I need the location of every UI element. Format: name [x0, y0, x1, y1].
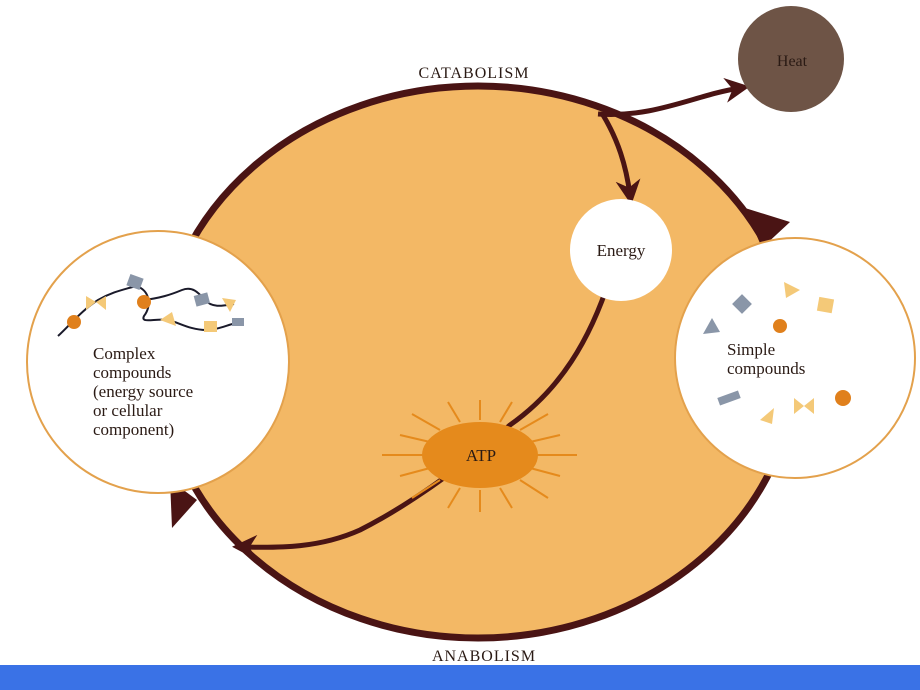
- complex-compounds-node: Complex compounds (energy source or cell…: [26, 230, 290, 494]
- simple-line-2: compounds: [727, 359, 805, 378]
- complex-line-3: (energy source: [93, 382, 193, 401]
- heat-arrow: [597, 77, 750, 117]
- complex-line-4: or cellular: [93, 401, 163, 420]
- svg-text:Complex compounds: Complex compounds (energy source or cell…: [93, 344, 197, 439]
- complex-line-1: Complex: [93, 344, 156, 363]
- atp-label: ATP: [466, 446, 496, 465]
- energy-arrow: [600, 113, 641, 205]
- energy-node: Energy: [570, 199, 672, 301]
- complex-molecule-icon: [57, 273, 245, 337]
- catabolism-arrowhead: [745, 208, 790, 248]
- complex-line-2: compounds: [93, 363, 171, 382]
- simple-line-1: Simple: [727, 340, 775, 359]
- anabolism-label: ANABOLISM: [432, 648, 536, 665]
- energy-label: Energy: [597, 241, 646, 260]
- catabolism-label: CATABOLISM: [419, 65, 530, 82]
- heat-node: Heat: [738, 6, 844, 112]
- complex-line-5: component): [93, 420, 174, 439]
- svg-text:Simple compounds: Simple compounds: [727, 340, 805, 378]
- heat-label: Heat: [777, 53, 808, 70]
- atp-node: ATP: [382, 400, 577, 512]
- simple-molecules-icon: [703, 282, 851, 424]
- simple-compounds-node: Simple compounds: [674, 237, 916, 479]
- footer-bar: [0, 665, 920, 690]
